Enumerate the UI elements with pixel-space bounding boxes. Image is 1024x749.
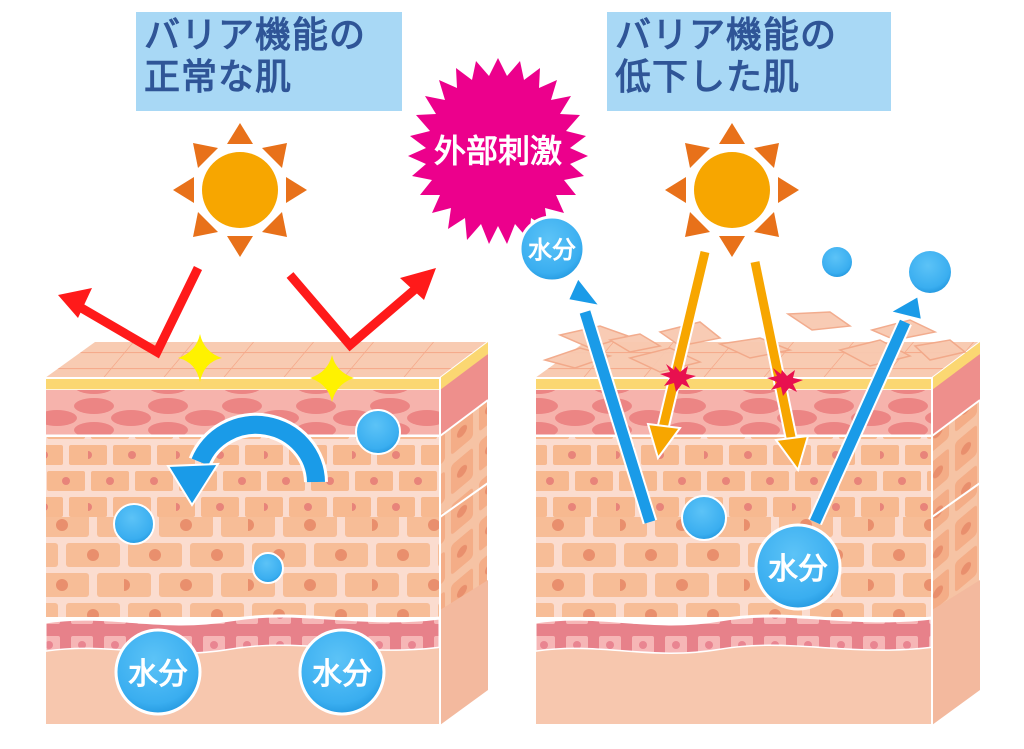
external-stimulus-burst: 外部刺激 — [408, 58, 588, 244]
penetrating-uv-arrows — [646, 250, 810, 473]
right-dermis — [535, 646, 932, 725]
right-water-droplets — [681, 247, 951, 541]
right-title-line-2: 低下した肌 — [615, 57, 801, 98]
burst-label: 外部刺激 — [434, 132, 562, 170]
water-label: 水分 — [128, 657, 188, 692]
left-lower-spinous-layer — [45, 517, 440, 617]
reflected-uv-arrows — [75, 266, 423, 359]
right-spinous-layer — [535, 437, 932, 517]
right-water-badge-2: 水分 — [754, 523, 842, 611]
left-title-line-2: 正常な肌 — [144, 57, 293, 98]
right-lower-spinous-layer — [535, 517, 932, 617]
left-water-badge-1: 水分 — [114, 628, 202, 716]
water-label: 水分 — [312, 657, 372, 692]
damage-burst-icon — [660, 364, 803, 396]
right-panel-title: バリア機能の 低下した肌 — [607, 12, 891, 111]
right-title-line-1: バリア機能の — [615, 15, 838, 56]
right-sun-icon — [665, 123, 799, 257]
left-title-line-1: バリア機能の — [144, 15, 367, 56]
left-water-droplets — [113, 409, 401, 584]
right-skin-block — [533, 311, 981, 727]
water-escape-arrows — [566, 276, 924, 526]
left-panel-title: バリア機能の 正常な肌 — [136, 12, 402, 111]
water-label: 水分 — [768, 552, 828, 587]
sparkle-icon — [178, 334, 354, 402]
circulation-arrow-icon — [166, 412, 328, 507]
water-label: 水分 — [528, 236, 576, 264]
left-water-badge-2: 水分 — [298, 628, 386, 716]
left-sun-icon — [173, 123, 307, 257]
left-stratum-corneum-top — [45, 342, 488, 378]
right-water-badge-1: 水分 — [518, 215, 586, 283]
left-skin-block — [43, 340, 489, 727]
